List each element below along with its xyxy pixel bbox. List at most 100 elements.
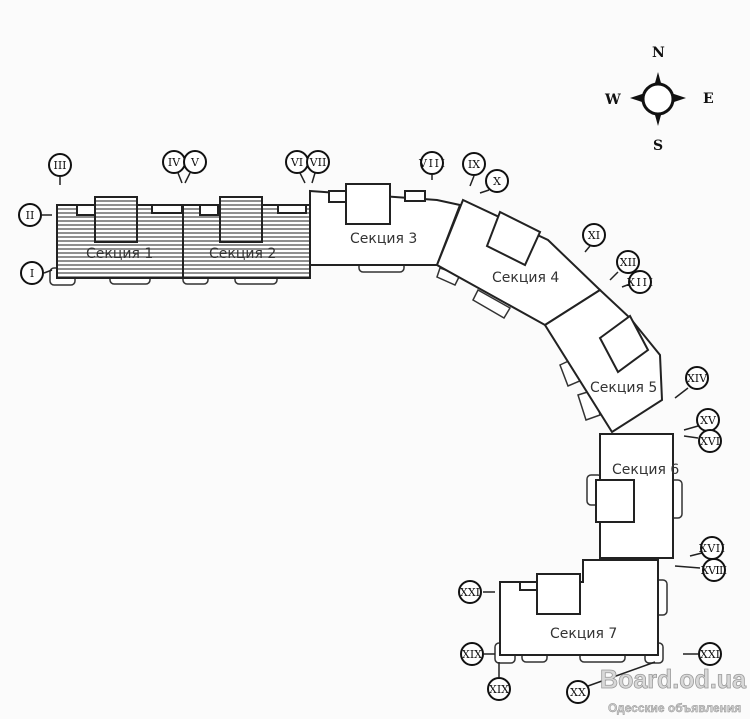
marker-label: XIX [462, 648, 482, 661]
axis-marker: XIX [487, 662, 511, 701]
axis-marker: XVIII [674, 558, 727, 582]
compass-rose: N E S W [604, 45, 714, 154]
section-2: Секция 2 [182, 196, 311, 285]
axis-marker: III [48, 153, 72, 185]
watermark-subtitle: Одесские объявления [608, 701, 741, 715]
compass-s: S [653, 138, 663, 154]
axis-marker: XX [566, 661, 656, 704]
section-6: Секция 6 [586, 433, 683, 559]
marker-circle [566, 680, 590, 704]
marker-circle [582, 223, 606, 247]
marker-leader-line [311, 172, 316, 184]
marker-label: II [26, 209, 35, 222]
watermark-title: Board.od.ua [600, 664, 747, 694]
marker-circle [616, 250, 640, 274]
marker-label: VII [309, 156, 327, 169]
compass-e: E [703, 91, 714, 107]
section-7-label: Секция 7 [550, 626, 617, 642]
marker-circle [420, 151, 444, 175]
axis-marker: VII [306, 150, 330, 184]
marker-leader-line [43, 269, 53, 274]
marker-circle [18, 203, 42, 227]
marker-label: XII [620, 256, 637, 269]
marker-leader-line [609, 271, 619, 281]
section-6-label: Секция 6 [612, 462, 679, 478]
watermark: Board.od.ua Одесские объявления [600, 664, 747, 716]
axis-marker: XVI [683, 429, 722, 453]
axis-marker: XI [582, 223, 606, 253]
section-3-label: Секция 3 [350, 231, 417, 247]
marker-circle [458, 580, 482, 604]
marker-label: XVIII [701, 564, 727, 577]
marker-label: XVI [700, 435, 720, 448]
marker-label: XIX [489, 683, 509, 696]
axis-marker: X [479, 169, 509, 194]
marker-circle [485, 169, 509, 193]
section-1-label: Секция 1 [86, 246, 153, 262]
section-7: Секция 7 [494, 559, 668, 664]
marker-circle [462, 152, 486, 176]
marker-leader-line [683, 435, 699, 439]
marker-leader-line [674, 387, 689, 399]
marker-label: VIII [418, 157, 445, 170]
marker-circle [183, 150, 207, 174]
axis-marker: XVII [689, 536, 725, 560]
axis-marker: XIII [621, 270, 653, 294]
axis-marker: XIX [460, 642, 495, 666]
marker-leader-line [469, 175, 475, 187]
marker-label: V [190, 156, 200, 169]
axis-marker: XV [683, 408, 720, 432]
marker-circle [48, 153, 72, 177]
axis-marker: VI [285, 150, 309, 184]
marker-leader-line [177, 172, 183, 184]
marker-leader-line [479, 189, 490, 194]
section-5-label: Секция 5 [590, 380, 657, 396]
axis-marker: II [18, 203, 52, 227]
marker-label: XVII [699, 542, 725, 555]
section-5: Секция 5 [543, 288, 664, 434]
marker-label: I [30, 267, 34, 280]
marker-leader-line [689, 552, 703, 557]
marker-circle [487, 677, 511, 701]
marker-label: III [53, 159, 66, 172]
axis-marker: VIII [418, 151, 445, 180]
marker-leader-line [299, 172, 306, 184]
section-2-label: Секция 2 [209, 246, 276, 262]
marker-label: XXI [460, 586, 480, 599]
compass-n: N [652, 45, 665, 61]
axis-marker: XXI [683, 642, 722, 666]
marker-circle [698, 429, 722, 453]
axis-marker: XIV [674, 366, 709, 399]
axis-marker: V [183, 150, 207, 184]
axis-marker: IX [462, 152, 486, 187]
section-4-label: Секция 4 [492, 270, 559, 286]
axis-marker: XII [609, 250, 640, 281]
marker-circle [306, 150, 330, 174]
marker-label: XV [700, 414, 717, 427]
marker-label: IV [168, 156, 181, 169]
marker-label: XXI [700, 648, 720, 661]
marker-leader-line [587, 661, 656, 687]
marker-label: X [493, 175, 501, 188]
marker-circle [20, 261, 44, 285]
marker-label: XI [588, 229, 600, 242]
marker-label: VI [290, 156, 303, 169]
marker-label: XX [570, 686, 586, 699]
marker-circle [698, 642, 722, 666]
marker-circle [460, 642, 484, 666]
marker-label: XIV [687, 372, 708, 385]
compass-w: W [604, 92, 621, 108]
axis-marker: XXI [458, 580, 495, 604]
section-4: Секция 4 [435, 198, 602, 327]
axis-marker: IV [162, 150, 186, 184]
marker-label: XIII [627, 276, 653, 289]
marker-leader-line [674, 565, 701, 569]
marker-circle [685, 366, 709, 390]
marker-leader-line [184, 172, 191, 184]
axis-marker: I [20, 261, 53, 285]
marker-circle [702, 558, 726, 582]
section-3: Секция 3 [309, 183, 462, 273]
